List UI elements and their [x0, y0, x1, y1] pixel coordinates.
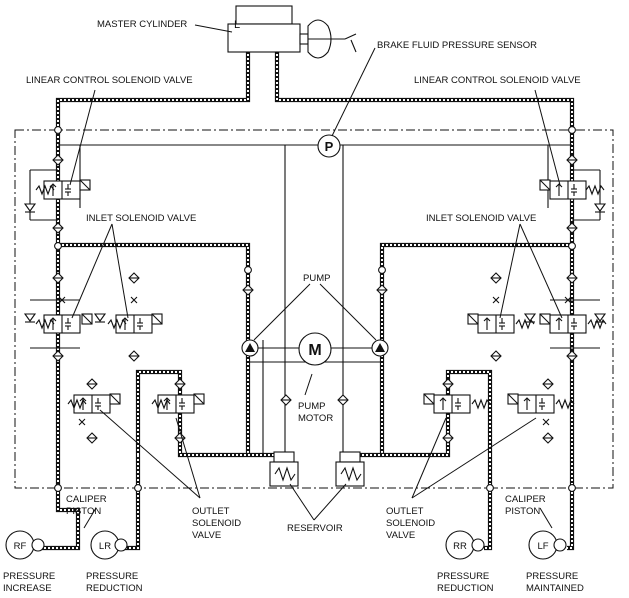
rf-state-line2: INCREASE [3, 583, 52, 594]
junction-nodes [54, 126, 576, 492]
outlet-solenoid-valve-right-label-line3: VALVE [386, 530, 415, 541]
pressure-sensor: P [317, 134, 341, 158]
outlet-solenoid-valve-right-label-line1: OUTLET [386, 506, 424, 517]
inlet-valves [35, 313, 607, 334]
wheel-calipers [5, 530, 567, 560]
lf-state-line2: MAINTAINED [526, 583, 584, 594]
linear-control-solenoid-valve-right-label: LINEAR CONTROL SOLENOID VALVE [414, 75, 581, 86]
rf-state-line1: PRESSURE [3, 571, 55, 582]
lr-state-line2: REDUCTION [86, 583, 143, 594]
outlet-solenoid-valve-left-label-line1: OUTLET [192, 506, 230, 517]
wheel-lr-label: LR [99, 541, 111, 552]
pressure-sensor-symbol: P [325, 139, 334, 154]
outlet-solenoid-valve-left-label-line3: VALVE [192, 530, 221, 541]
lf-state-line1: PRESSURE [526, 571, 578, 582]
wheel-rf-label: RF [14, 541, 27, 552]
caliper-piston-left-label-line2: PISTON [66, 506, 101, 517]
wheel-lf-label: LF [537, 541, 548, 552]
svg-text:L: L [234, 19, 240, 31]
brake-fluid-pressure-sensor-label: BRAKE FLUID PRESSURE SENSOR [377, 40, 537, 51]
inlet-solenoid-valve-left-label: INLET SOLENOID VALVE [86, 213, 196, 224]
caliper-piston-left-label-line1: CALIPER [66, 494, 107, 505]
pump-label: PUMP [303, 273, 330, 284]
pump-motor: M [241, 332, 389, 366]
master-cylinder-label: MASTER CYLINDER [97, 19, 187, 30]
rr-state-line2: REDUCTION [437, 583, 494, 594]
caliper-piston-right-label-line1: CALIPER [505, 494, 546, 505]
reservoir-label: RESERVOIR [287, 523, 343, 534]
hydraulic-unit-boundary [14, 129, 614, 489]
reservoirs [269, 451, 365, 487]
leader-lines [69, 24, 563, 529]
linear-control-solenoid-valve-left-label: LINEAR CONTROL SOLENOID VALVE [26, 75, 193, 86]
pump-motor-label-line2: MOTOR [298, 413, 333, 424]
lr-state-line1: PRESSURE [86, 571, 138, 582]
master-cylinder: L [227, 5, 357, 59]
inlet-solenoid-valve-right-label: INLET SOLENOID VALVE [426, 213, 536, 224]
pump-motor-label-line1: PUMP [298, 401, 325, 412]
outlet-solenoid-valve-left-label-line2: SOLENOID [192, 518, 241, 529]
motor-symbol: M [308, 342, 321, 359]
rr-state-line1: PRESSURE [437, 571, 489, 582]
outlet-solenoid-valve-right-label-line2: SOLENOID [386, 518, 435, 529]
brake-lines [40, 42, 575, 551]
caliper-piston-right-label-line2: PISTON [505, 506, 540, 517]
wheel-rr-label: RR [453, 541, 467, 552]
linear-control-valves [35, 179, 605, 200]
